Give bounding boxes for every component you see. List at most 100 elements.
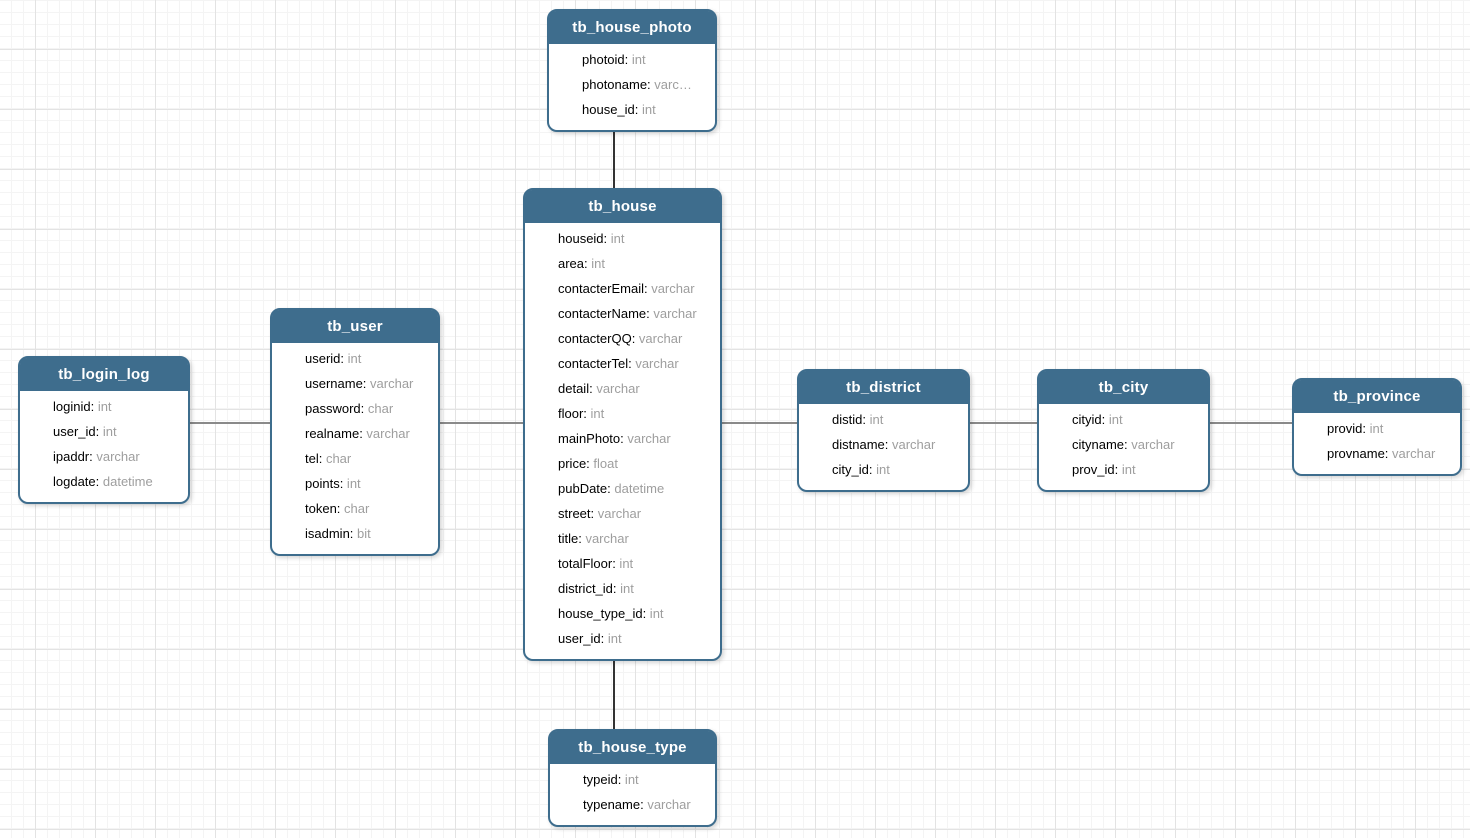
field-row[interactable]: prov_id: int <box>1072 457 1200 482</box>
field-row[interactable]: isadmin: bit <box>305 521 430 546</box>
field-row[interactable]: userid: int <box>305 346 430 371</box>
field-row[interactable]: username: varchar <box>305 371 430 396</box>
field-row[interactable]: distid: int <box>832 407 960 432</box>
field-row[interactable]: realname: varchar <box>305 421 430 446</box>
field-row[interactable]: logdate: datetime <box>53 469 180 494</box>
field-row[interactable]: user_id: int <box>558 626 712 651</box>
field-type: int <box>638 102 656 117</box>
field-row[interactable]: tel: char <box>305 446 430 471</box>
field-name: contacterEmail: <box>558 281 648 296</box>
field-row[interactable]: ipaddr: varchar <box>53 444 180 469</box>
relationship-line-district-city[interactable] <box>970 422 1037 424</box>
field-row[interactable]: cityname: varchar <box>1072 432 1200 457</box>
field-row[interactable]: pubDate: datetime <box>558 476 712 501</box>
field-row[interactable]: mainPhoto: varchar <box>558 426 712 451</box>
field-row[interactable]: house_type_id: int <box>558 601 712 626</box>
field-name: password: <box>305 401 365 416</box>
field-row[interactable]: floor: int <box>558 401 712 426</box>
relationship-line-house_photo-house[interactable] <box>613 131 615 189</box>
relationship-line-login_log-user[interactable] <box>190 422 270 424</box>
field-row[interactable]: house_id: int <box>582 97 707 122</box>
field-type: varchar <box>1388 446 1436 461</box>
field-name: typeid: <box>583 772 622 787</box>
field-name: cityname: <box>1072 437 1128 452</box>
field-row[interactable]: title: varchar <box>558 526 712 551</box>
field-row[interactable]: typeid: int <box>583 767 707 792</box>
field-row[interactable]: contacterEmail: varchar <box>558 276 712 301</box>
field-name: isadmin: <box>305 526 354 541</box>
field-type: varchar <box>643 797 691 812</box>
field-row[interactable]: token: char <box>305 496 430 521</box>
field-row[interactable]: photoname: varc… <box>582 72 707 97</box>
field-row[interactable]: cityid: int <box>1072 407 1200 432</box>
field-type: varchar <box>592 381 640 396</box>
field-name: token: <box>305 501 341 516</box>
field-row[interactable]: contacterName: varchar <box>558 301 712 326</box>
table-title[interactable]: tb_province <box>1294 380 1460 413</box>
field-name: distname: <box>832 437 889 452</box>
field-name: loginid: <box>53 399 95 414</box>
field-row[interactable]: street: varchar <box>558 501 712 526</box>
field-row[interactable]: loginid: int <box>53 394 180 419</box>
field-row[interactable]: user_id: int <box>53 419 180 444</box>
field-row[interactable]: distname: varchar <box>832 432 960 457</box>
field-name: cityid: <box>1072 412 1106 427</box>
field-type: int <box>615 556 634 571</box>
field-name: contacterQQ: <box>558 331 636 346</box>
table-title[interactable]: tb_user <box>272 310 438 343</box>
field-name: photoname: <box>582 77 651 92</box>
field-type: int <box>872 462 890 477</box>
field-type: varchar <box>1127 437 1175 452</box>
field-type: int <box>344 351 362 366</box>
relationship-line-house-district[interactable] <box>722 422 797 424</box>
field-row[interactable]: price: float <box>558 451 712 476</box>
field-row[interactable]: contacterQQ: varchar <box>558 326 712 351</box>
field-row[interactable]: points: int <box>305 471 430 496</box>
table-title[interactable]: tb_city <box>1039 371 1208 404</box>
field-type: varchar <box>92 449 140 464</box>
field-row[interactable]: password: char <box>305 396 430 421</box>
field-type: varchar <box>581 531 629 546</box>
field-name: ipaddr: <box>53 449 93 464</box>
field-row[interactable]: typename: varchar <box>583 792 707 817</box>
field-row[interactable]: contacterTel: varchar <box>558 351 712 376</box>
field-type: char <box>364 401 394 416</box>
table-title[interactable]: tb_house_photo <box>549 11 715 44</box>
field-name: username: <box>305 376 367 391</box>
table-title[interactable]: tb_house_type <box>550 731 715 764</box>
field-row[interactable]: provname: varchar <box>1327 441 1452 466</box>
table-title[interactable]: tb_login_log <box>20 358 188 391</box>
field-row[interactable]: detail: varchar <box>558 376 712 401</box>
field-row[interactable]: area: int <box>558 251 712 276</box>
field-type: varchar <box>594 506 642 521</box>
field-type: int <box>1366 421 1384 436</box>
field-row[interactable]: photoid: int <box>582 47 707 72</box>
field-row[interactable]: houseid: int <box>558 226 712 251</box>
field-name: detail: <box>558 381 593 396</box>
field-type: varchar <box>635 331 683 346</box>
relationship-line-house-house_type[interactable] <box>613 660 615 730</box>
field-row[interactable]: district_id: int <box>558 576 712 601</box>
relationship-line-city-province[interactable] <box>1210 422 1292 424</box>
field-row[interactable]: city_id: int <box>832 457 960 482</box>
field-name: user_id: <box>53 424 100 439</box>
field-row[interactable]: provid: int <box>1327 416 1452 441</box>
relationship-line-user-house[interactable] <box>440 422 523 424</box>
field-name: userid: <box>305 351 345 366</box>
table-title[interactable]: tb_house <box>525 190 720 223</box>
table-title[interactable]: tb_district <box>799 371 968 404</box>
field-row[interactable]: totalFloor: int <box>558 551 712 576</box>
field-type: int <box>587 256 605 271</box>
